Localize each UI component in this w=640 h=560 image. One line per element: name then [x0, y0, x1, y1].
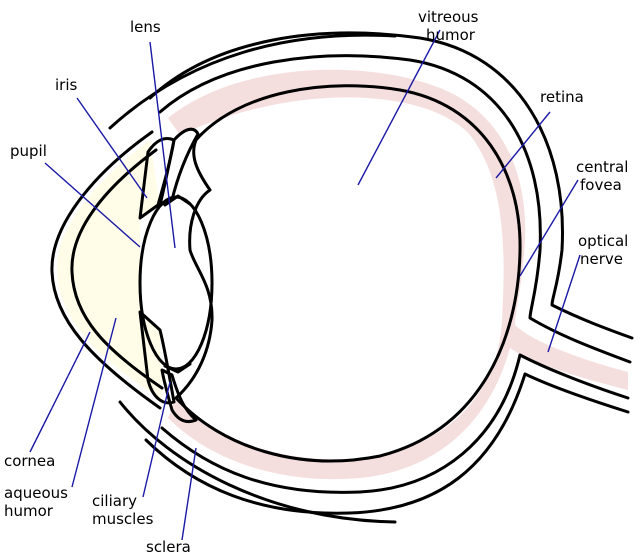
leader-central-fovea [519, 179, 579, 277]
label-ciliary-line2: muscles [92, 510, 154, 528]
label-central-fovea-line2: fovea [580, 176, 622, 194]
iris-bottom [138, 310, 176, 405]
leader-sclera [181, 447, 197, 541]
aqueous-humor [56, 140, 162, 400]
leader-retina [495, 111, 551, 179]
leader-cornea [29, 331, 91, 453]
leader-aqueous [71, 317, 117, 488]
label-optical-nerve-line2: nerve [580, 250, 623, 268]
label-aqueous-line1: aqueous [4, 484, 68, 502]
retina-band [168, 69, 628, 480]
leader-pupil [44, 162, 141, 248]
outer-shell-top [108, 33, 397, 130]
leader-lens [149, 41, 176, 249]
label-iris: iris [55, 76, 78, 94]
cornea-outline [50, 130, 162, 410]
sclera-inner-line [158, 54, 632, 494]
ciliary-muscle-top [158, 127, 200, 207]
vitreous-humor-body [174, 84, 522, 463]
label-vitreous-line2: humor [426, 26, 476, 44]
lens-body [138, 195, 214, 371]
cornea-inner-outline [70, 148, 164, 390]
label-sclera: sclera [146, 538, 191, 556]
label-aqueous-line2: humor [4, 502, 54, 520]
leader-ciliary [142, 381, 171, 498]
label-optical-nerve-line1: optical [578, 232, 628, 250]
leader-optical-nerve [547, 254, 581, 353]
label-retina: retina [540, 88, 584, 106]
ciliary-muscle-bottom [160, 368, 198, 424]
label-central-fovea-line1: central [576, 158, 628, 176]
label-lens: lens [130, 18, 161, 36]
label-ciliary-line1: ciliary [92, 492, 137, 510]
leader-vitreous [357, 29, 441, 186]
label-pupil: pupil [10, 142, 47, 160]
sclera-outer-line [144, 31, 634, 515]
label-cornea: cornea [4, 452, 55, 470]
outer-shell-bottom [118, 400, 397, 524]
ligament-bottom [163, 362, 192, 374]
leader-iris [76, 97, 148, 199]
label-vitreous-line1: vitreous [418, 8, 479, 26]
